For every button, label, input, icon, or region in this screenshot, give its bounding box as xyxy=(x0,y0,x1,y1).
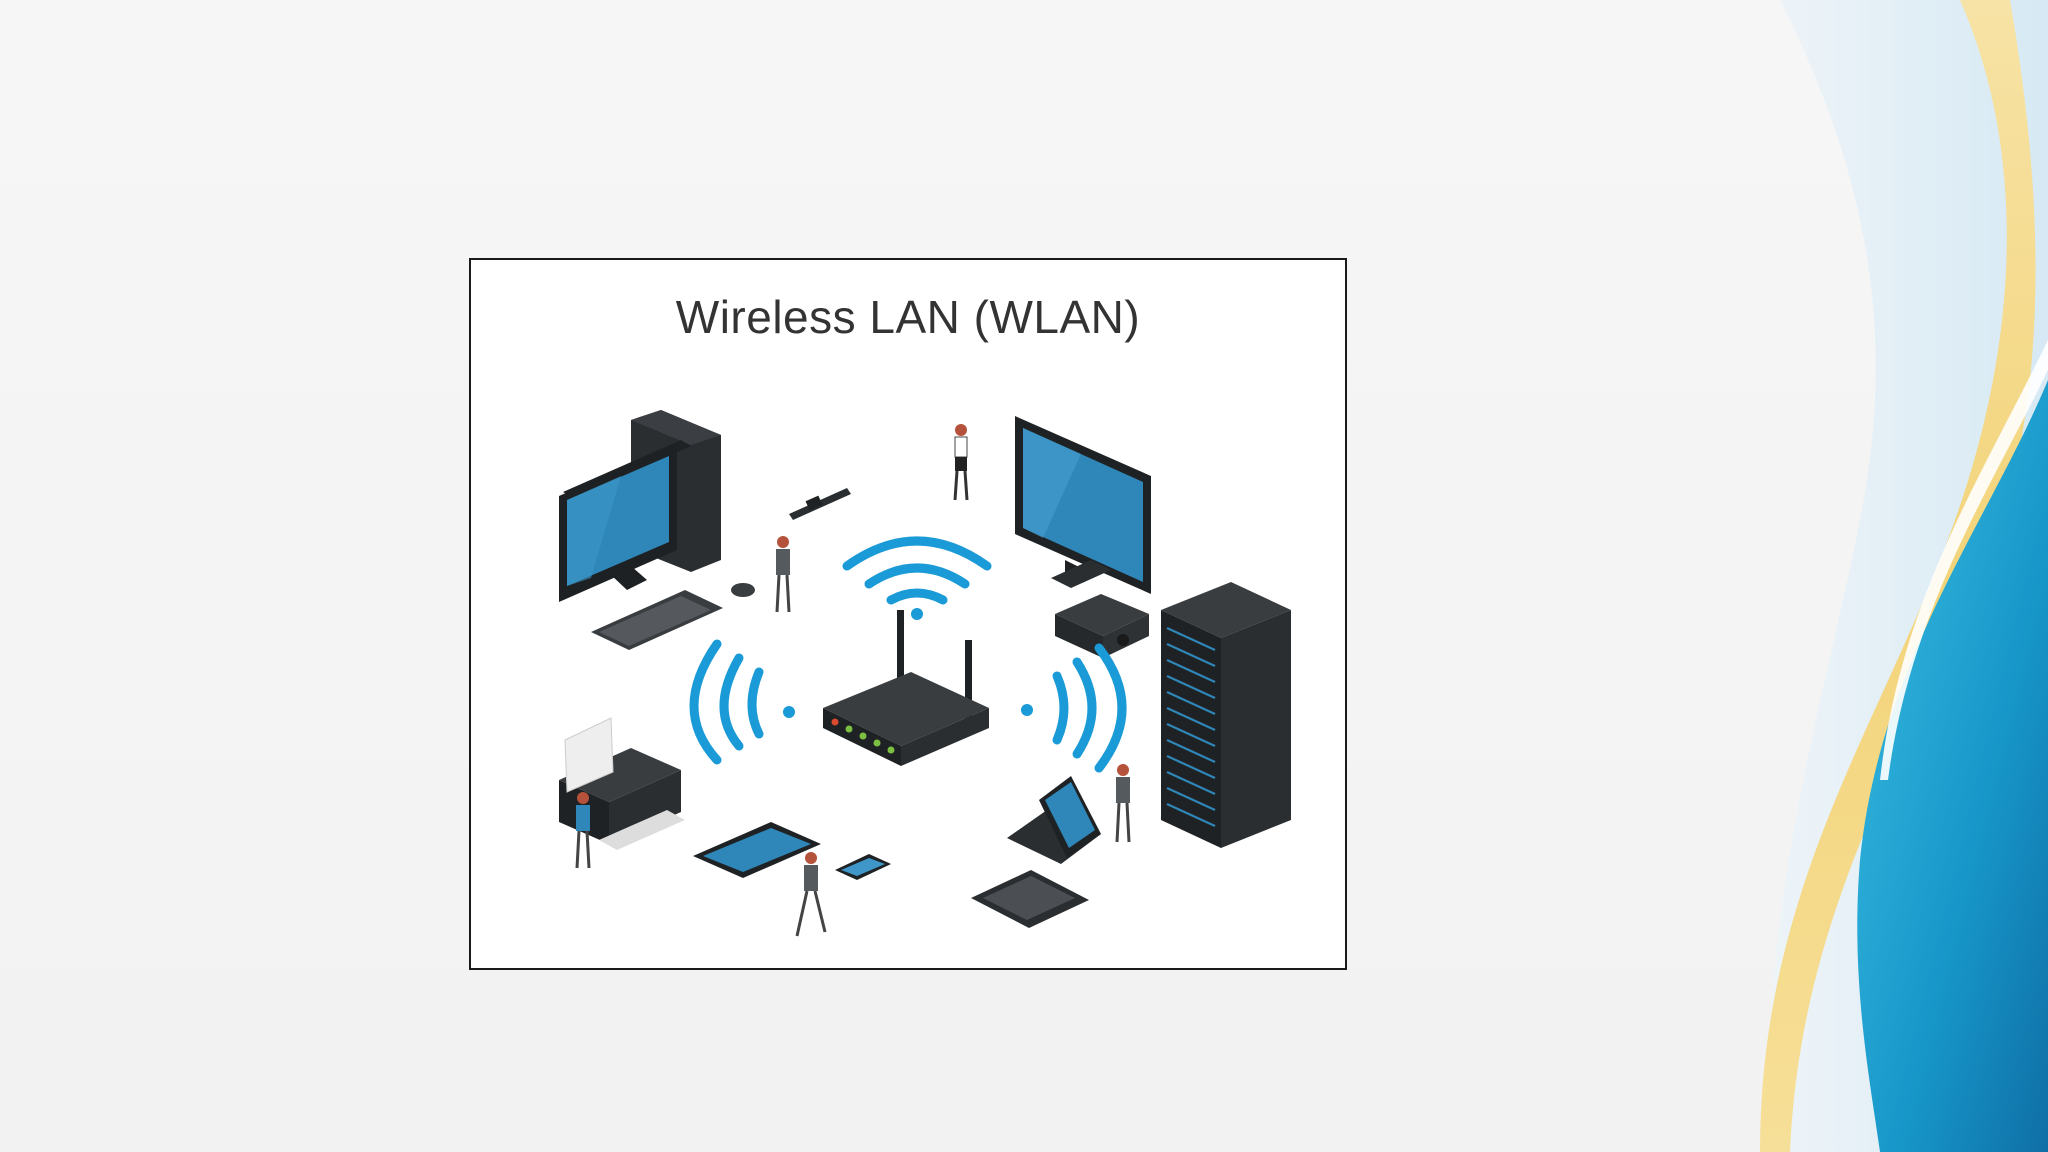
diagram-title: Wireless LAN (WLAN) xyxy=(675,291,1141,343)
person-icon xyxy=(953,424,969,501)
projector-icon xyxy=(1055,594,1149,658)
person-icon xyxy=(775,536,791,613)
tablet-icon xyxy=(693,822,821,878)
server-rack-icon xyxy=(1161,582,1291,848)
monitor-icon xyxy=(1015,416,1151,594)
person-icon xyxy=(1115,764,1131,843)
wlan-diagram: Wireless LAN (WLAN) xyxy=(469,258,1347,970)
wifi-signal-icon xyxy=(689,536,1127,773)
wireless-router-icon xyxy=(823,610,989,766)
person-icon xyxy=(575,792,591,869)
smartphone-icon xyxy=(835,854,891,880)
laptop-icon xyxy=(971,776,1101,928)
diagram-art xyxy=(559,410,1291,937)
person-icon xyxy=(795,852,827,937)
smartwatch-icon xyxy=(789,488,851,520)
desktop-computer-icon xyxy=(559,410,755,650)
